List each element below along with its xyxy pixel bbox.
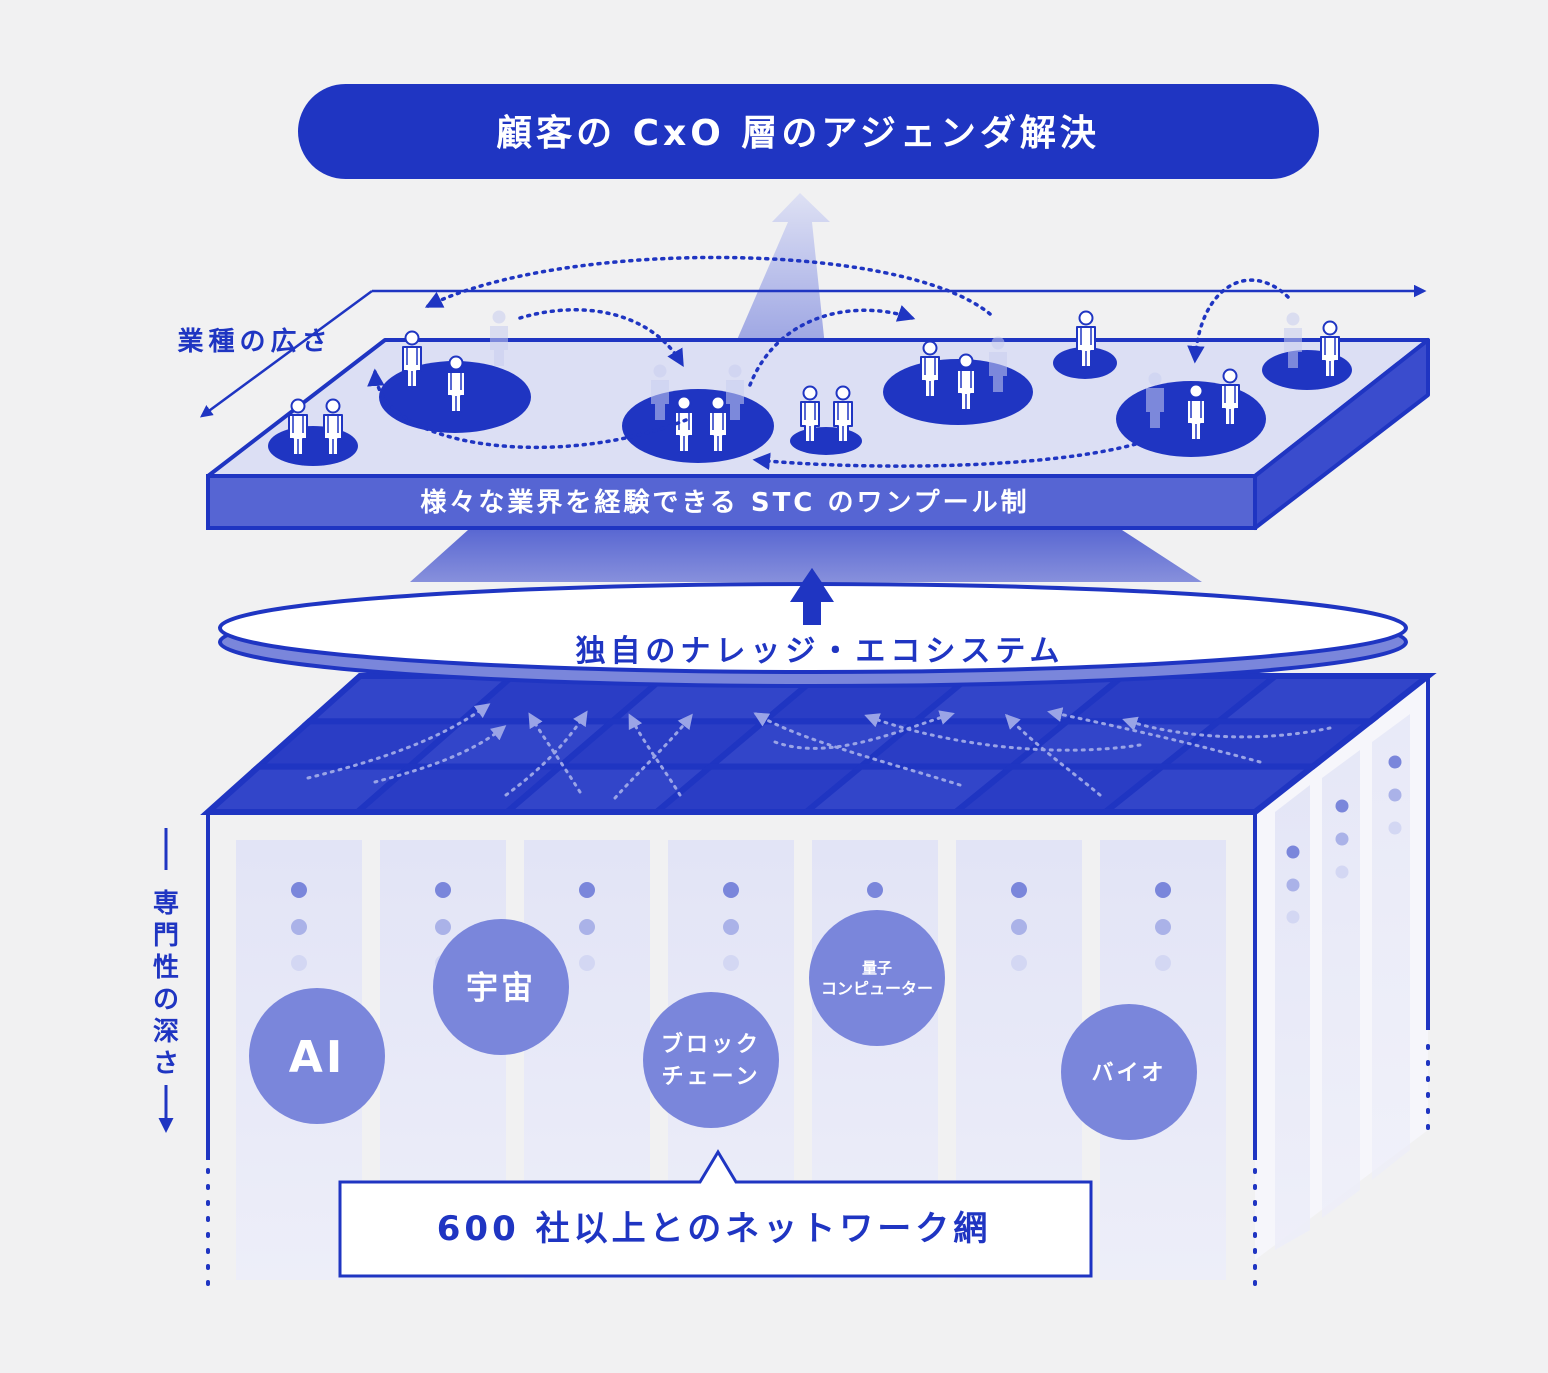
column-dot	[579, 882, 595, 898]
domain-circle	[809, 910, 945, 1046]
column-dot	[1335, 865, 1349, 879]
network-label: 600 社以上とのネットワーク網	[437, 1209, 991, 1249]
column-dot	[1335, 832, 1349, 846]
depth-axis: 専門性の深さ	[153, 828, 179, 1133]
column-dot	[1388, 821, 1402, 835]
breadth-axis: 業種の広さ	[177, 284, 1427, 418]
rotation-arrows	[367, 255, 1290, 471]
breadth-label: 業種の広さ	[177, 326, 332, 357]
industry-platform: 様々な業界を経験できる STC のワンプール制	[206, 338, 1430, 582]
domain-label-line: チェーン	[662, 1065, 761, 1090]
column-dot	[435, 882, 451, 898]
column-dot	[1011, 919, 1027, 935]
ecosystem-label: 独自のナレッジ・エコシステム	[575, 634, 1064, 669]
column-dot	[1388, 755, 1402, 769]
column-dot	[1335, 799, 1349, 813]
header-banner: 顧客の CxO 層のアジェンダ解決	[298, 84, 1319, 179]
column-dot	[1388, 788, 1402, 802]
domain-label: 宇宙	[466, 969, 536, 1007]
column-dot	[1286, 878, 1300, 892]
domain-bio: バイオ	[1061, 1004, 1197, 1140]
domain-label: バイオ	[1091, 1061, 1166, 1086]
column-dot	[723, 919, 739, 935]
column-dot	[1011, 955, 1027, 971]
column-dot	[291, 919, 307, 935]
knowledge-beam	[410, 530, 1202, 582]
domain-label-line: ブロック	[661, 1032, 761, 1058]
domain-circle	[433, 919, 569, 1055]
domain-ai: AI	[249, 988, 385, 1124]
ecosystem-disc: 独自のナレッジ・エコシステム	[218, 568, 1408, 688]
column-dot	[1155, 955, 1171, 971]
column-dot	[867, 882, 883, 898]
column-dot	[723, 882, 739, 898]
column-dot	[1155, 882, 1171, 898]
column-dot	[435, 919, 451, 935]
column-dot	[723, 955, 739, 971]
domain-circle	[1061, 1004, 1197, 1140]
column-dot	[1155, 919, 1171, 935]
column-dot	[291, 955, 307, 971]
column-dot	[291, 882, 307, 898]
domain-label-line: 量子	[862, 959, 892, 977]
knowledge-flows	[306, 703, 1332, 800]
header-title: 顧客の CxO 層のアジェンダ解決	[496, 113, 1100, 154]
talent-pools	[268, 310, 1352, 466]
network-callout: 600 社以上とのネットワーク網	[338, 1149, 1093, 1278]
column-dot	[579, 955, 595, 971]
platform-front-label: 様々な業界を経験できる STC のワンプール制	[420, 487, 1029, 518]
arrow-up-icon	[730, 193, 830, 356]
domain-space: 宇宙	[433, 919, 569, 1055]
domain-circle	[643, 992, 779, 1128]
depth-label: 専門性の深さ	[153, 889, 179, 1079]
column-dot	[579, 919, 595, 935]
column-dot	[1286, 910, 1300, 924]
domain-circle	[249, 988, 385, 1124]
column-dot	[1286, 845, 1300, 859]
domain-label-line: コンピューター	[821, 979, 933, 998]
column-dot	[1011, 882, 1027, 898]
domain-label: AI	[289, 1032, 345, 1083]
